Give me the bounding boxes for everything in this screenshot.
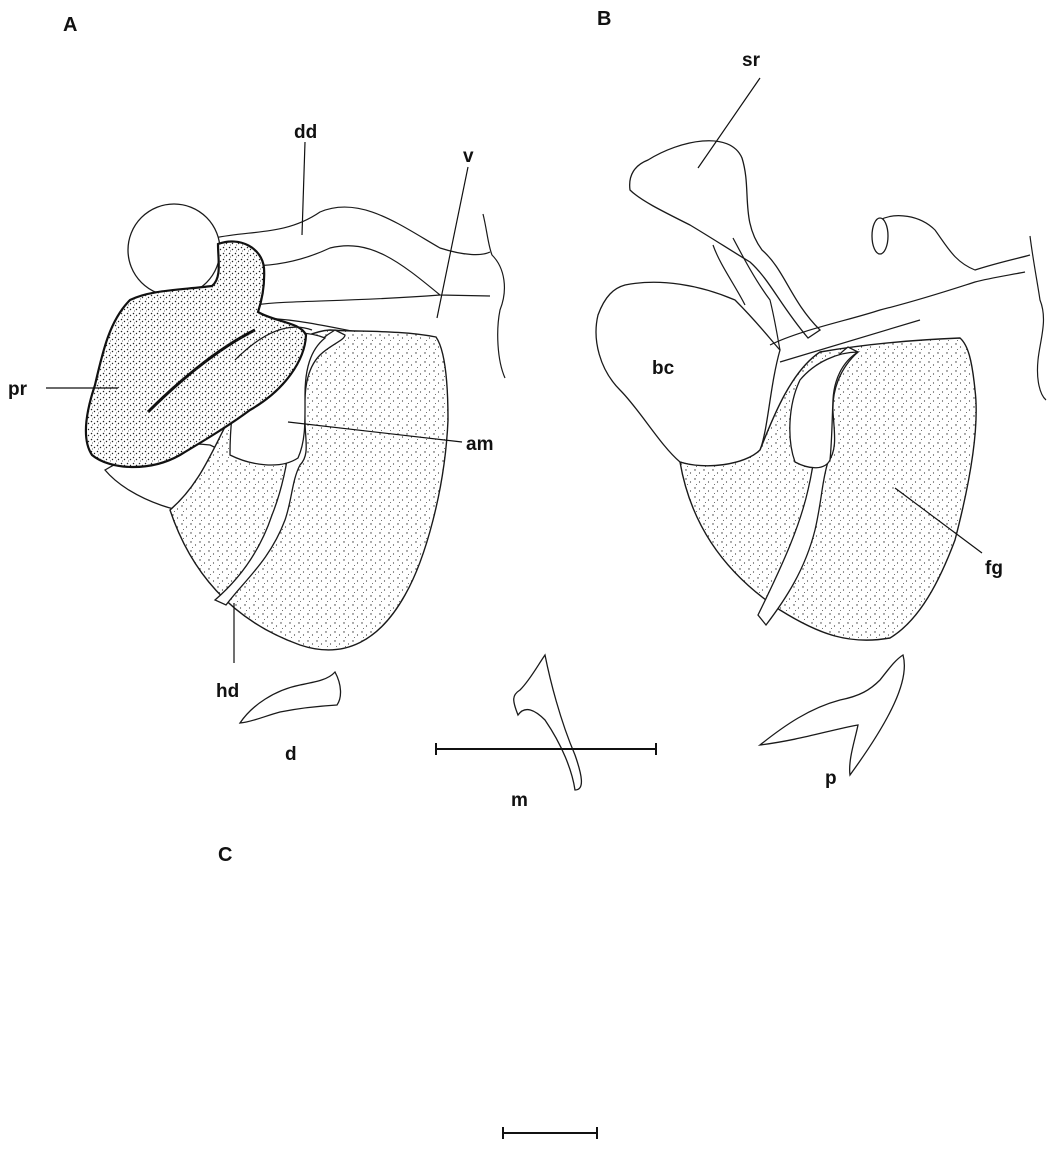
label-dd: dd xyxy=(294,122,317,143)
panel-label-a: A xyxy=(63,14,77,36)
scale-bar-lower xyxy=(503,1127,597,1139)
tube-end xyxy=(880,216,1030,270)
panel-c-drawing xyxy=(240,655,904,790)
panel-label-c: C xyxy=(218,844,232,866)
label-m: m xyxy=(511,790,528,811)
vesicle-shape xyxy=(128,204,220,296)
tooth-p-shape xyxy=(760,655,904,775)
label-fg: fg xyxy=(985,558,1003,579)
label-am: am xyxy=(466,434,493,455)
label-hd: hd xyxy=(216,681,239,702)
panel-label-b: B xyxy=(597,8,611,30)
label-pr: pr xyxy=(8,379,28,400)
label-sr: sr xyxy=(742,50,761,71)
bursa-copulatrix-shape xyxy=(596,282,780,467)
scale-bars xyxy=(436,743,656,1139)
panel-a-drawing xyxy=(86,204,505,650)
body-wall-edge-b xyxy=(1030,236,1046,400)
tooth-m-shape xyxy=(514,655,582,790)
label-p: p xyxy=(825,768,837,789)
label-d: d xyxy=(285,744,297,765)
label-bc: bc xyxy=(652,358,675,379)
panel-b-drawing xyxy=(596,141,1046,640)
scale-bar-upper xyxy=(436,743,656,755)
tube-opening-shape xyxy=(872,218,888,254)
label-v: v xyxy=(463,146,474,167)
tooth-d-shape xyxy=(240,672,341,723)
